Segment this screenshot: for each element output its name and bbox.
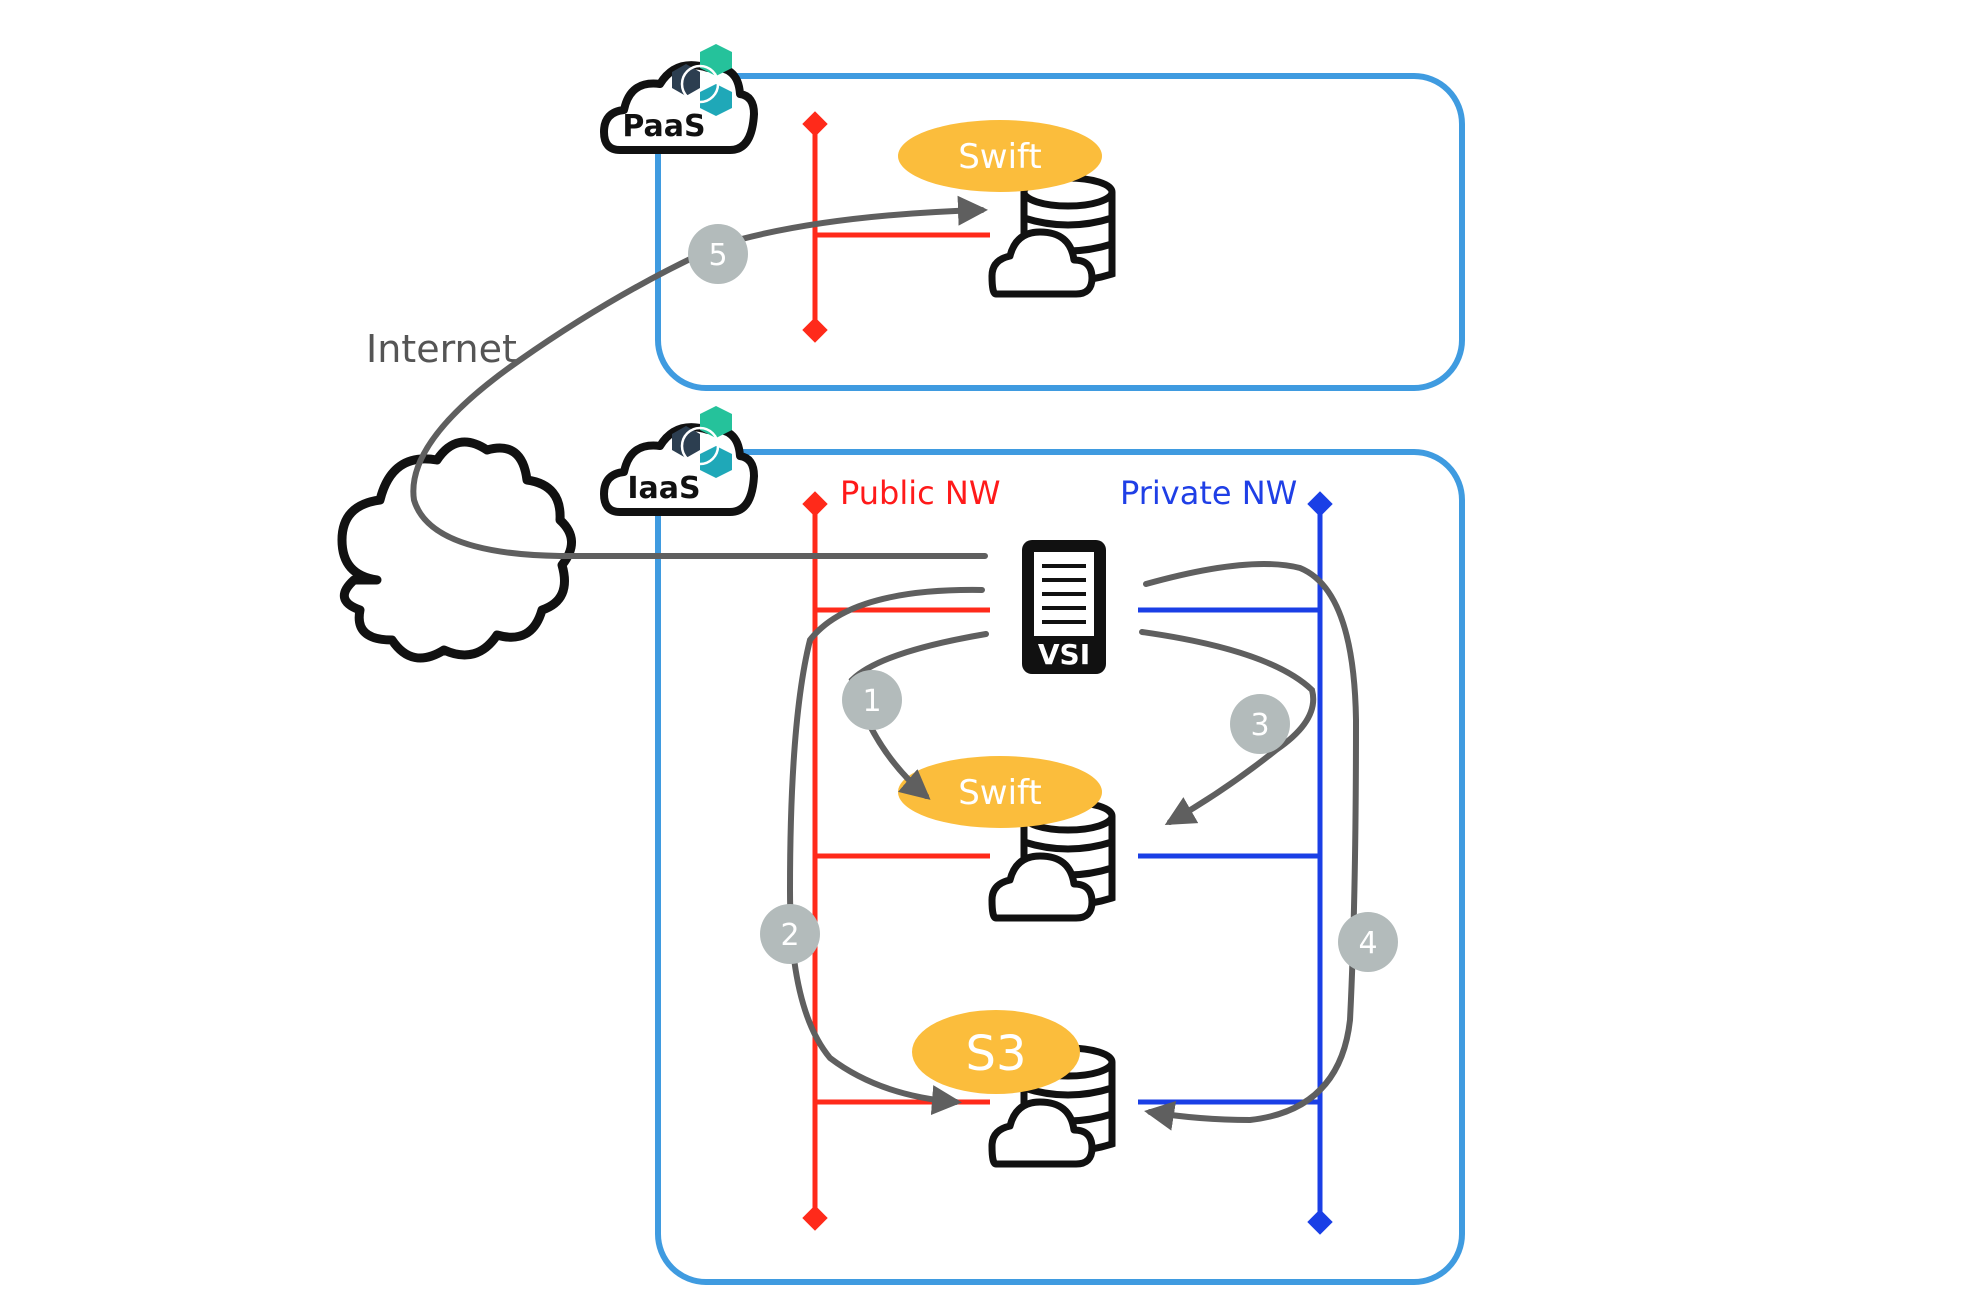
flow-arrow-5 (410, 195, 988, 560)
step-label-1: 1 (862, 684, 881, 719)
flow-arrow-2 (786, 586, 985, 1116)
iaas-container (655, 449, 1465, 1285)
step-label-4: 4 (1358, 926, 1377, 961)
flow-arrow-4 (1143, 560, 1360, 1131)
step-badge-4: 4 (1338, 912, 1398, 972)
paas-badge-label: PaaS (622, 109, 705, 144)
iaas-badge: IaaS (600, 406, 758, 516)
iaas-s3-pill: S3 (912, 1010, 1080, 1094)
internet-cloud-icon (337, 437, 576, 663)
public-network-label: Public NW (840, 474, 1000, 512)
step-badge-5: 5 (688, 224, 748, 284)
private-network-line (1138, 491, 1333, 1235)
paas-badge: PaaS (600, 44, 758, 154)
step-badge-1: 1 (842, 670, 902, 730)
hexagon-teal-icon (700, 84, 732, 116)
step-label-2: 2 (780, 918, 799, 953)
step-label-5: 5 (708, 238, 727, 273)
public-network-line (802, 491, 990, 1231)
paas-swift-label: Swift (958, 137, 1042, 177)
step-badge-3: 3 (1230, 694, 1290, 754)
iaas-swift-label: Swift (958, 773, 1042, 813)
vsi-server-icon: VSI (1022, 540, 1106, 674)
vsi-label: VSI (1038, 638, 1090, 671)
paas-storage-icon (992, 178, 1112, 294)
paas-swift-pill: Swift (898, 120, 1102, 192)
step-badge-2: 2 (760, 904, 820, 964)
hexagon-dark-icon (672, 64, 700, 96)
iaas-s3-label: S3 (965, 1026, 1026, 1082)
private-network-label: Private NW (1120, 474, 1297, 512)
iaas-swift-pill: Swift (898, 756, 1102, 828)
internet-label: Internet (366, 327, 517, 371)
flow-arrow-3 (1139, 629, 1317, 825)
step-label-3: 3 (1250, 708, 1269, 743)
iaas-badge-label: IaaS (627, 471, 700, 506)
paas-container (655, 73, 1465, 391)
